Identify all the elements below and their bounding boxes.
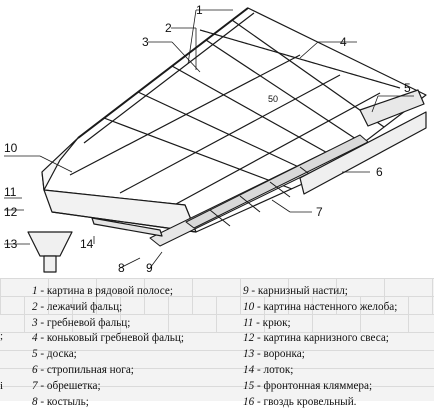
fold-line	[119, 74, 341, 194]
callout-2: 2	[165, 21, 172, 35]
funnel	[27, 231, 73, 257]
edge-fragment: ;	[0, 330, 4, 342]
callout-9: 9	[146, 261, 153, 275]
callout-8: 8	[118, 261, 125, 275]
callout-4: 4	[340, 35, 347, 49]
seam-line	[103, 117, 293, 190]
ridge-board	[359, 89, 425, 127]
legend-item-10: 10 - картина настенного желоба;	[243, 300, 398, 313]
legend-item-4: 4 - коньковый гребневой фальц;	[32, 332, 184, 345]
fold-line	[199, 29, 401, 89]
roof-structure-drawing: 50 1 2 3 4 5 6 7 8 9 10 11 12 13 14	[4, 3, 427, 275]
callout-6: 6	[376, 165, 383, 179]
callout-12: 12	[4, 205, 18, 219]
legend-item-1: 1 - картина в рядовой полосе;	[32, 285, 173, 297]
callout-5: 5	[404, 81, 411, 95]
legend-item-11: 11 - крюк;	[243, 316, 291, 329]
legend-item-6: 6 - стропильная нога;	[32, 363, 134, 376]
rafter-beam	[299, 111, 427, 195]
legend-item-5: 5 - доска;	[32, 348, 77, 361]
legend-panel: ; i 1 - картина в рядовой полосе; 2 - ле…	[0, 278, 434, 408]
legend-item-3: 3 - гребневой фальц;	[32, 316, 131, 329]
callout-14: 14	[80, 237, 94, 251]
callout-7: 7	[316, 205, 323, 219]
legend-right-column: 9 - карнизный настил; 10 - картина насте…	[243, 284, 397, 410]
dimension-label: 50	[268, 94, 278, 104]
fold-line	[69, 54, 301, 176]
legend-item-7: 7 - обрешетка;	[32, 379, 101, 392]
legend-item-15: 15 - фронтонная кляммера;	[243, 379, 373, 392]
legend-left-column: 1 - картина в рядовой полосе; 2 - лежачи…	[32, 284, 184, 410]
seam-line	[137, 91, 319, 177]
seam-line	[171, 65, 341, 161]
ridge-cap	[77, 7, 249, 139]
roof-diagram-figure: 50 1 2 3 4 5 6 7 8 9 10 11 12 13 14 ; i …	[0, 3, 434, 408]
callout-11: 11	[4, 185, 17, 199]
legend-item-16: 16 - гвоздь кровельный.	[243, 395, 357, 408]
legend-item-14: 14 - лоток;	[243, 363, 294, 376]
legend-item-8: 8 - костыль;	[32, 395, 89, 408]
callout-10: 10	[4, 141, 18, 155]
leader-lines	[4, 9, 414, 269]
edge-fragment: i	[0, 380, 4, 392]
seam-line	[231, 19, 385, 128]
legend-item-13: 13 - воронка;	[243, 348, 305, 361]
seam-line	[205, 39, 363, 144]
sheathing	[149, 134, 369, 247]
fold-line	[164, 92, 381, 211]
callout-13: 13	[4, 237, 18, 251]
legend-item-2: 2 - лежачий фальц;	[32, 300, 123, 313]
callout-3: 3	[142, 35, 149, 49]
callout-1: 1	[196, 3, 203, 17]
tray	[91, 217, 163, 237]
legend-item-9: 9 - карнизный настил;	[243, 285, 348, 297]
legend-item-12: 12 - картина карнизного свеса;	[243, 332, 389, 345]
